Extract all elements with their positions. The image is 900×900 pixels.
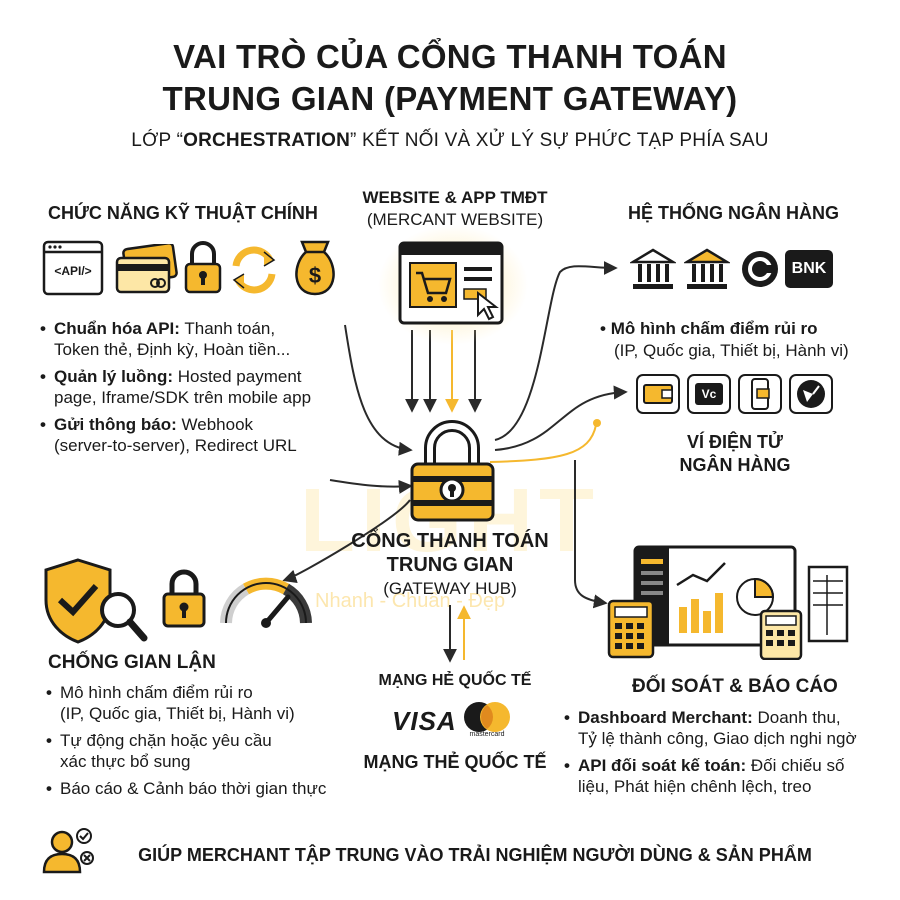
bank-risk: • Mô hình chấm điểm rủi ro (IP, Quốc gia… [600,318,890,362]
api-icon-label: <API/> [54,264,92,278]
fraud-padlock-icon [160,568,208,635]
bank-risk-sub: (IP, Quốc gia, Thiết bị, Hành vi) [614,341,849,360]
risk-gauge-icon [220,573,312,634]
page-title-line1: VAI TRÒ CỦA CỔNG THANH TOÁN [173,38,727,75]
merchant-user-icon [42,826,98,881]
tech-list: Chuẩn hóa API: Thanh toán,Token thẻ, Địn… [40,318,360,462]
shield-check-icon [40,556,150,651]
list-item: Chuẩn hóa API: Thanh toán,Token thẻ, Địn… [40,318,360,360]
gateway-sub: (GATEWAY HUB) [383,579,517,598]
list-item: Dashboard Merchant: Doanh thu,Tỷ lệ thàn… [564,707,894,749]
svg-text:$: $ [309,263,321,288]
vc-label: Vc [695,383,723,405]
list-item: Báo cáo & Cảnh báo thời gian thực [46,778,366,799]
money-bag-icon: $ [288,238,342,303]
visa-logo: VISA [392,706,457,736]
network-heading-bottom: MẠNG THẺ QUỐC TẾ [363,752,547,772]
tech-heading: CHỨC NĂNG KỸ THUẬT CHÍNH [48,203,318,223]
wallet-heading-2: NGÂN HÀNG [679,455,791,475]
fraud-list: Mô hình chấm điểm rủi ro(IP, Quốc gia, T… [46,682,366,805]
subtitle-bold: ORCHESTRATION [183,130,351,151]
bank-building-icon [682,246,732,297]
mastercard-label: mastercard [469,731,505,738]
recon-list: Dashboard Merchant: Doanh thu,Tỷ lệ thàn… [564,707,894,803]
bank-building-icon [628,246,678,297]
bnk-logo-icon: BNK [785,250,833,288]
subtitle-suffix: ” KẾT NỐI VÀ XỬ LÝ SỰ PHỨC TẠP PHÍA SAU [350,130,769,151]
list-item: API đối soát kế toán: Đối chiếu sốliệu, … [564,755,894,797]
vc-wallet-icon: Vc [687,374,731,414]
gateway-title-1: CỔNG THANH TOÁN [351,530,549,552]
page-title-line2: TRUNG GIAN (PAYMENT GATEWAY) [162,80,738,117]
credit-card-icon [115,241,179,301]
bank-heading: HỆ THỐNG NGÂN HÀNG [628,203,839,223]
gateway-title-2: TRUNG GIAN [386,554,514,576]
list-item: Gửi thông báo: Webhook(server-to-server)… [40,414,360,456]
merchant-heading: WEBSITE & APP TMĐT [362,188,548,207]
sync-icon [228,244,280,301]
gateway-lock-icon [405,418,500,528]
merchant-website-icon [378,225,528,350]
wallet-icon [636,374,680,414]
network-heading-top: MẠNG HẺ QUỐC TẾ [378,672,532,689]
wallet-heading-1: VÍ ĐIỆN TỬ [687,432,783,452]
page-subtitle: LỚP “ORCHESTRATION” KẾT NỐI VÀ XỬ LÝ SỰ … [0,130,900,152]
bank-risk-title: Mô hình chấm điểm rủi ro [610,319,818,338]
merchant-sub: (MERCANT WEBSITE) [366,210,544,229]
mobile-wallet-icon [738,374,782,414]
dashboard-report-icon [605,545,855,665]
subtitle-prefix: LỚP “ [131,130,184,151]
list-item: Mô hình chấm điểm rủi ro(IP, Quốc gia, T… [46,682,366,724]
fraud-heading: CHỐNG GIAN LẬN [48,652,216,673]
ewallet-logo-icon [789,374,833,414]
padlock-icon [183,240,223,301]
recon-heading: ĐỐI SOÁT & BÁO CÁO [632,676,838,697]
footer-message: GIÚP MERCHANT TẬP TRUNG VÀO TRẢI NGHIỆM … [138,845,812,865]
bank-logo-icon [740,248,780,295]
api-browser-icon: <API/> [42,240,104,301]
mastercard-logo-icon: mastercard [460,700,514,741]
